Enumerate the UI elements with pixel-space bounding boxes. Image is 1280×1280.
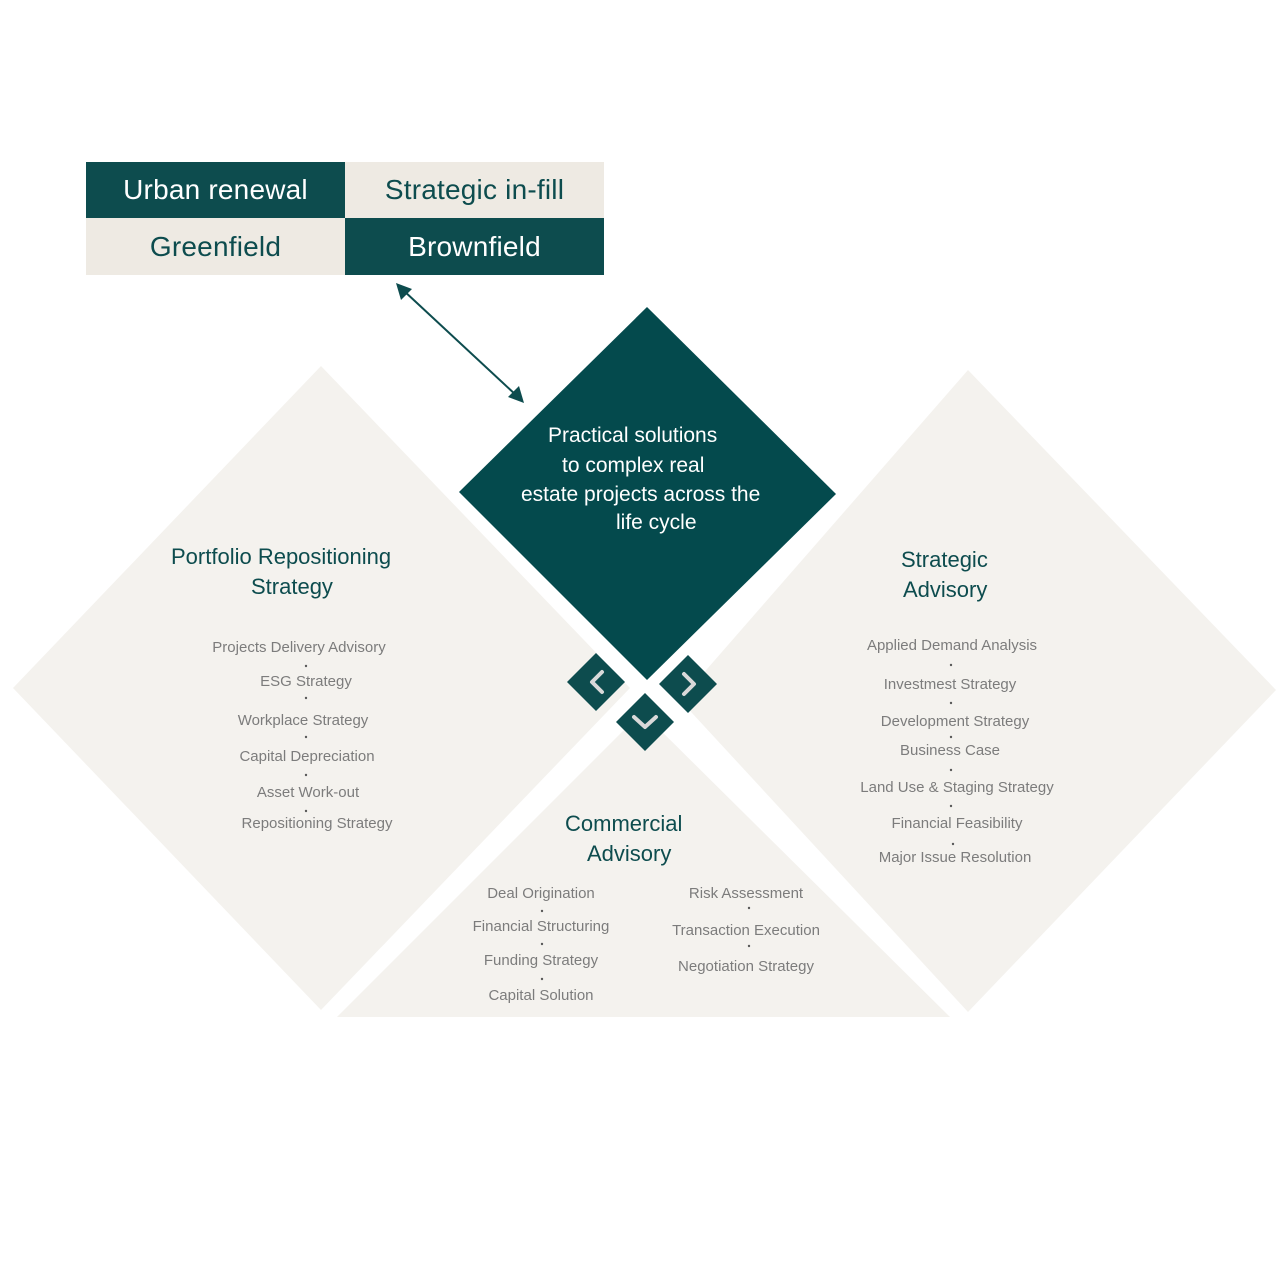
- commercial-item: Capital Solution: [488, 987, 594, 1004]
- commercial-item: Financial Structuring: [472, 918, 610, 935]
- strategic-item: Business Case: [899, 742, 1001, 759]
- portfolio-item: Repositioning Strategy: [241, 815, 393, 832]
- chevron-right-icon: [682, 672, 696, 696]
- site-types-grid: Urban renewal Strategic in-fill Greenfie…: [86, 162, 604, 275]
- greenfield-cell: Greenfield: [86, 218, 345, 275]
- portfolio-item: Asset Work-out: [256, 784, 360, 801]
- strategic-title-line: Advisory: [903, 577, 988, 602]
- brownfield-cell: Brownfield: [345, 218, 604, 275]
- strategic-infill-cell: Strategic in-fill: [345, 162, 604, 218]
- commercial-triangle: [337, 712, 950, 1017]
- strategic-diamond: [680, 370, 1276, 1012]
- chevron-down-button[interactable]: [616, 693, 674, 751]
- center-line: Practical solutions: [548, 424, 718, 447]
- portfolio-item: Projects Delivery Advisory: [212, 639, 386, 656]
- strategic-separators: [949, 663, 955, 846]
- strategic-item: Investmest Strategy: [883, 676, 1017, 693]
- commercial-item: Deal Origination: [487, 885, 595, 902]
- strategic-item: Development Strategy: [880, 713, 1030, 730]
- chevron-left-button[interactable]: [567, 653, 625, 711]
- chevron-down-icon: [632, 715, 658, 729]
- center-diamond: [459, 307, 836, 680]
- commercial-item: Negotiation Strategy: [678, 958, 814, 975]
- strategic-title-line: Strategic: [901, 547, 988, 572]
- center-line: life cycle: [616, 511, 697, 534]
- center-line: estate projects across the: [521, 483, 761, 506]
- commercial-item: Funding Strategy: [483, 952, 599, 969]
- commercial-item: Risk Assessment: [688, 885, 804, 902]
- portfolio-title-line: Strategy: [251, 574, 333, 599]
- chevron-right-button[interactable]: [659, 655, 717, 713]
- strategic-item: Financial Feasibility: [891, 815, 1023, 832]
- strategic-item: Applied Demand Analysis: [866, 637, 1038, 654]
- urban-renewal-cell: Urban renewal: [86, 162, 345, 218]
- portfolio-separators: [304, 664, 308, 813]
- portfolio-item: ESG Strategy: [260, 673, 352, 690]
- commercial-item: Transaction Execution: [672, 922, 820, 939]
- center-line: to complex real: [562, 454, 705, 477]
- commercial-title-line: Commercial: [565, 811, 683, 836]
- portfolio-item: Capital Depreciation: [239, 748, 375, 765]
- portfolio-title-line: Portfolio Repositioning: [171, 544, 392, 569]
- strategic-item: Major Issue Resolution: [878, 849, 1032, 866]
- commercial-title-line: Advisory: [587, 841, 672, 866]
- chevron-left-icon: [590, 670, 604, 694]
- strategic-item: Land Use & Staging Strategy: [860, 779, 1054, 796]
- double-arrow-icon: [396, 283, 524, 403]
- commercial-separators: [540, 906, 751, 981]
- portfolio-item: Workplace Strategy: [237, 712, 369, 729]
- portfolio-diamond: [13, 366, 630, 1010]
